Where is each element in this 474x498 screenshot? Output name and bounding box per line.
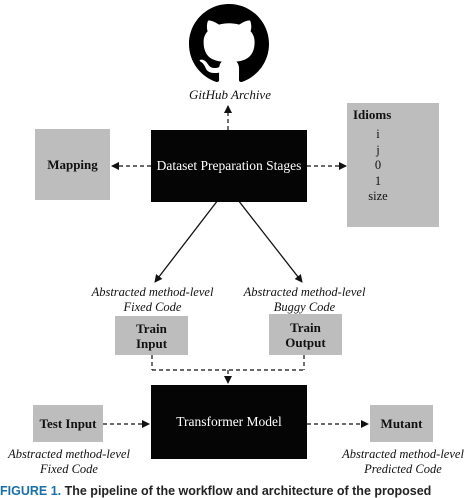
mutant-caption: Abstracted method-level Predicted Code — [332, 447, 474, 477]
fixed-code-caption-line2: Fixed Code — [123, 300, 182, 314]
idiom-item: size — [368, 189, 388, 203]
arrow-to-buggy-code — [237, 199, 303, 283]
test-input-caption-line1: Abstracted method-level — [8, 447, 130, 461]
transformer-model-box: Transformer Model — [151, 385, 307, 459]
buggy-code-caption: Abstracted method-level Buggy Code — [232, 285, 377, 315]
idiom-item: 0 — [374, 158, 382, 172]
test-input-caption: Abstracted method-level Fixed Code — [0, 447, 138, 477]
mutant-caption-line2: Predicted Code — [364, 462, 442, 476]
buggy-code-caption-line2: Buggy Code — [273, 300, 336, 314]
idioms-box: Idioms i j 0 1 size — [347, 103, 439, 227]
github-archive-label: GitHub Archive — [189, 87, 271, 102]
train-output-label-line2: Output — [285, 334, 326, 350]
idiom-item: i — [376, 127, 380, 141]
test-input-box: Test Input — [33, 405, 103, 442]
github-icon — [189, 4, 269, 83]
idioms-title: Idioms — [353, 107, 392, 122]
train-input-label-line2: Input — [135, 335, 168, 351]
fixed-code-caption-line1: Abstracted method-level — [91, 285, 214, 299]
train-input-label-line1: Train — [136, 320, 167, 336]
idioms-list: i j 0 1 size — [347, 127, 409, 205]
figure-number: FIGURE 1. — [0, 484, 62, 498]
figure-caption-text: The pipeline of the workflow and archite… — [64, 484, 432, 498]
figure-caption: FIGURE 1. The pipeline of the workflow a… — [0, 484, 474, 498]
train-output-box: Train Output — [269, 314, 342, 355]
mapping-label: Mapping — [47, 156, 98, 172]
train-input-box: Train Input — [115, 316, 188, 355]
transformer-model-label: Transformer Model — [176, 414, 282, 429]
fixed-code-caption: Abstracted method-level Fixed Code — [80, 285, 225, 315]
dataset-preparation-label: Dataset Preparation Stages — [156, 158, 302, 173]
buggy-code-caption-line1: Abstracted method-level — [243, 285, 366, 299]
train-output-label-line1: Train — [290, 319, 321, 335]
idiom-item: j — [376, 142, 380, 157]
mutant-caption-line1: Abstracted method-level — [342, 447, 464, 461]
mutant-label: Mutant — [380, 415, 423, 431]
mapping-box: Mapping — [35, 129, 110, 200]
mutant-box: Mutant — [370, 405, 433, 442]
test-input-caption-line2: Fixed Code — [40, 462, 98, 476]
test-input-label: Test Input — [39, 415, 97, 431]
idiom-item: 1 — [374, 173, 382, 188]
arrow-to-fixed-code — [154, 199, 219, 283]
dataset-preparation-box: Dataset Preparation Stages — [151, 130, 307, 202]
